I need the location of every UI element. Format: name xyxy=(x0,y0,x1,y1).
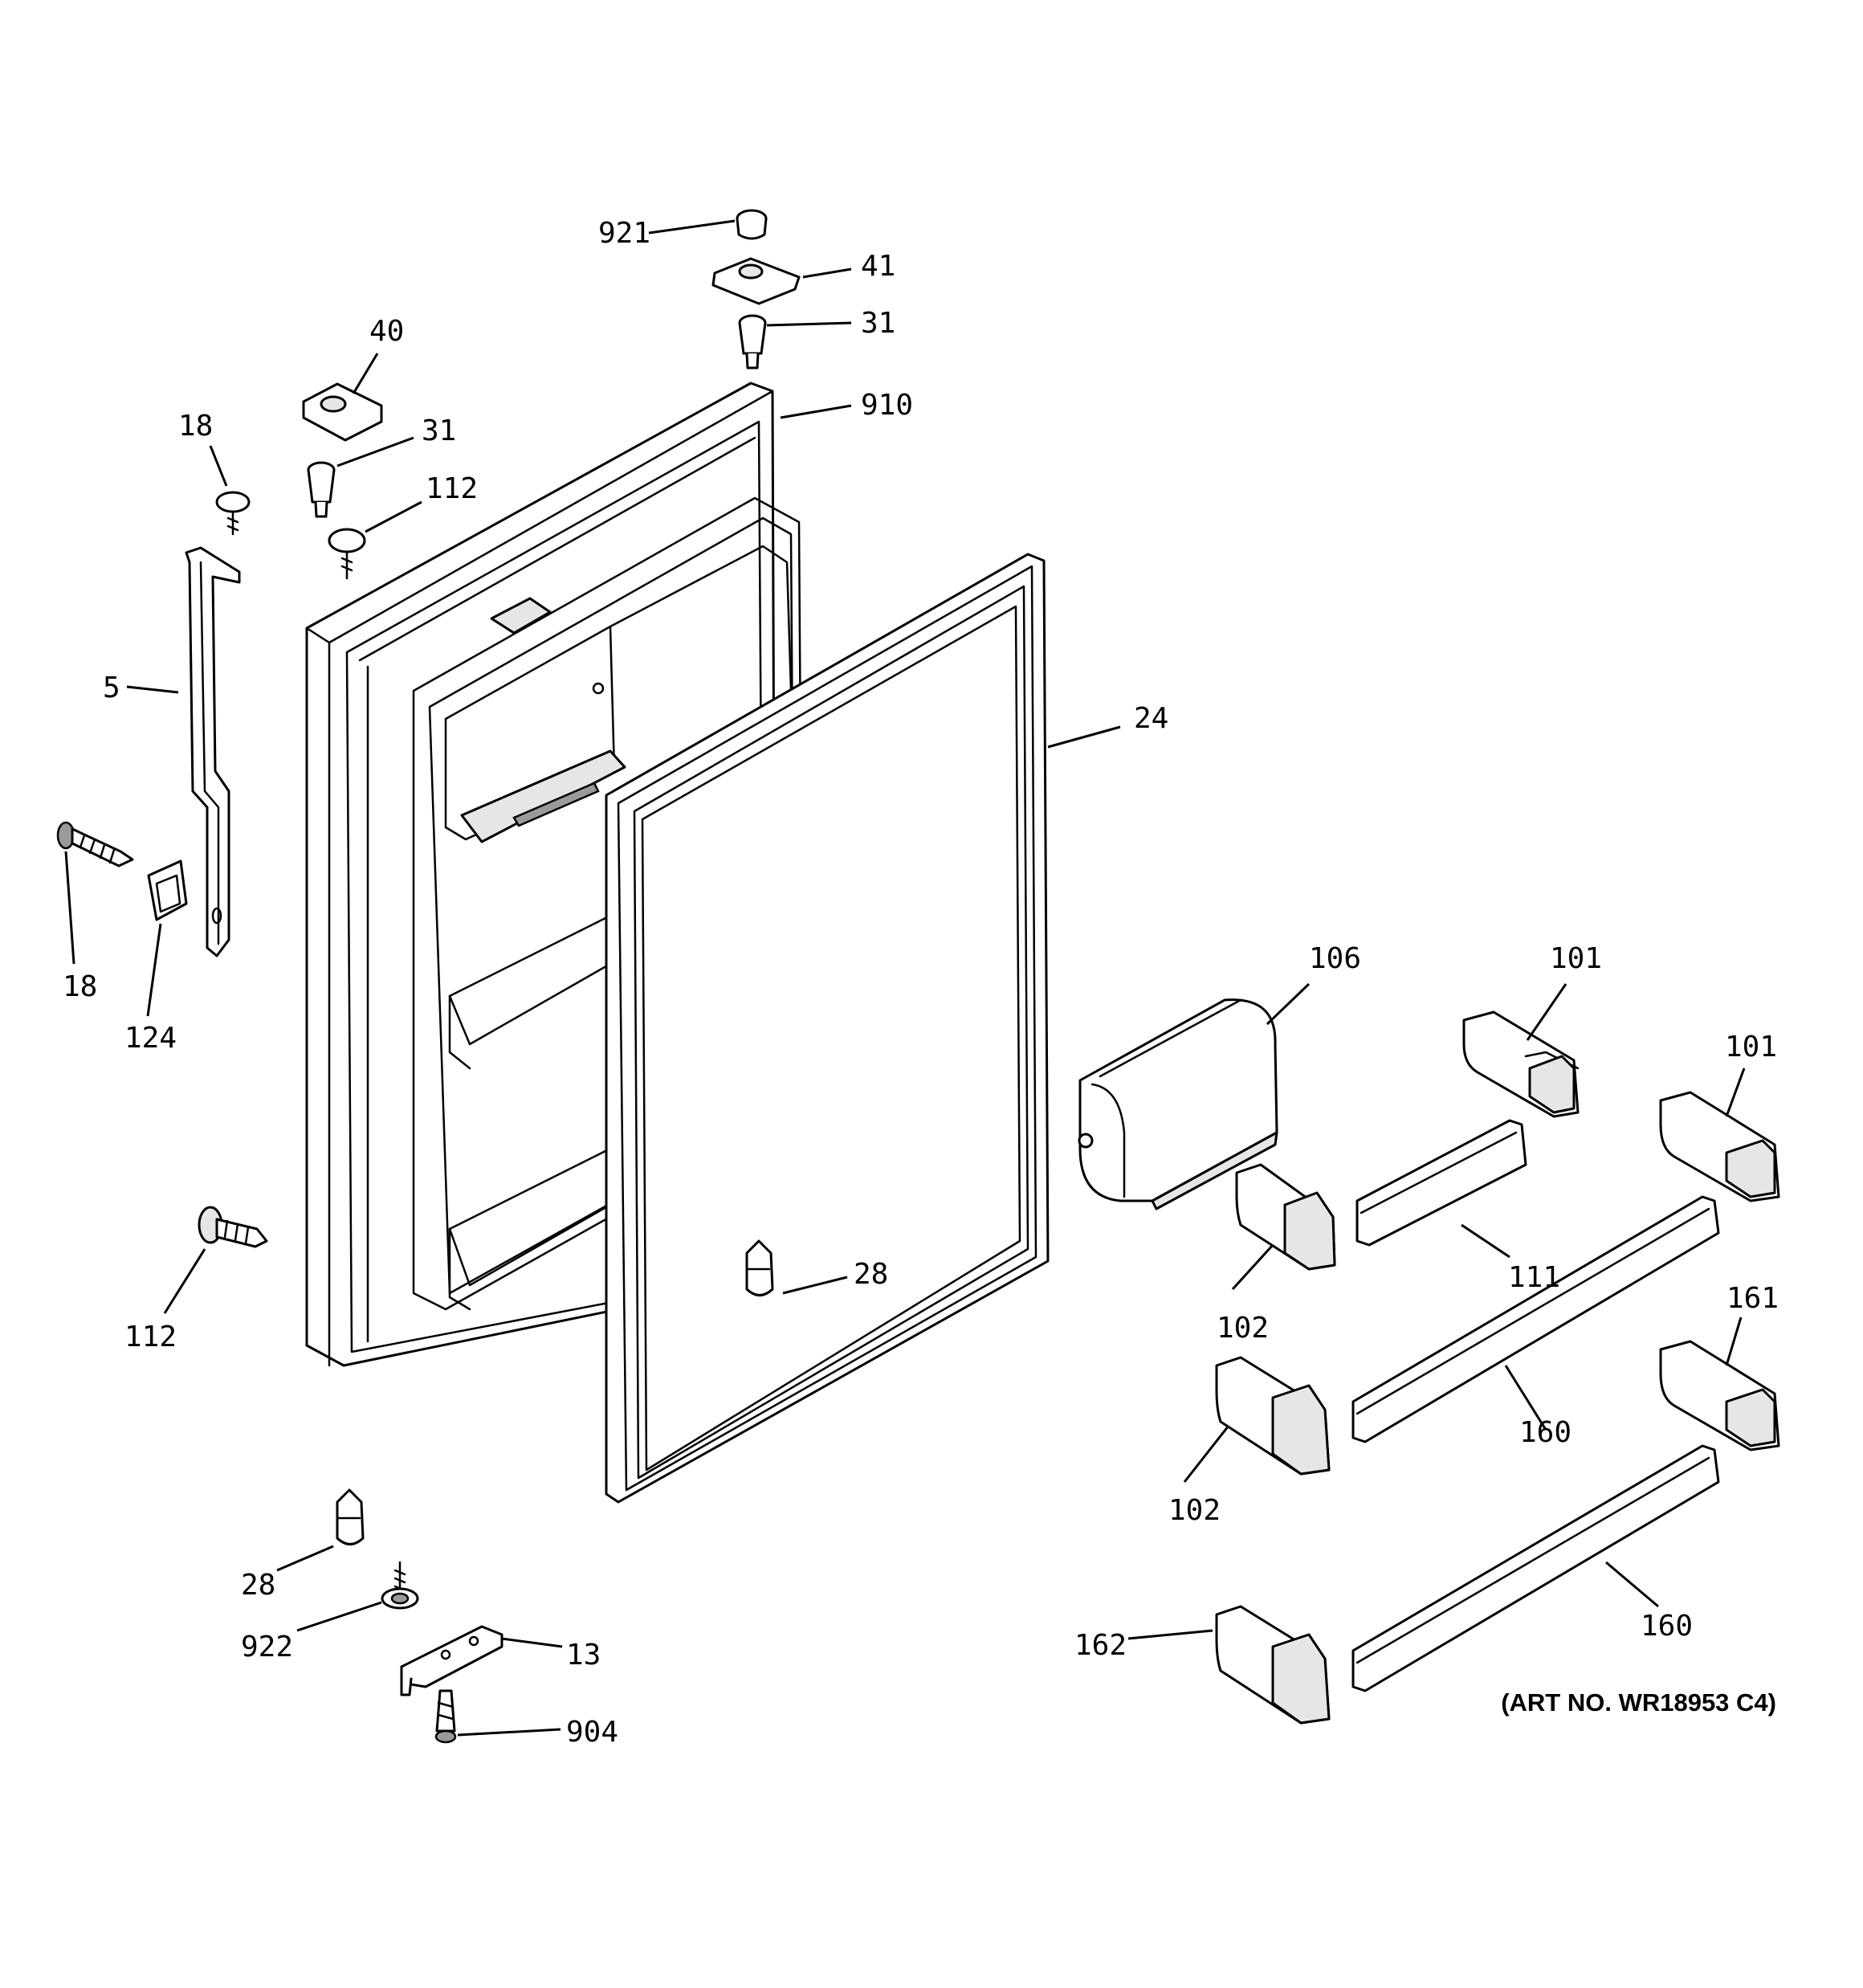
callout-13: 13 xyxy=(566,1639,601,1672)
callout-111: 111 xyxy=(1508,1261,1560,1294)
callout-904: 904 xyxy=(566,1716,618,1749)
end-cap-162 xyxy=(1215,1605,1331,1725)
door-gasket xyxy=(605,553,1050,1504)
callout-162: 162 xyxy=(1074,1629,1127,1662)
end-cap-101-a xyxy=(1462,1010,1580,1118)
screw-112-left xyxy=(198,1206,268,1248)
callout-40: 40 xyxy=(369,315,404,348)
bracket-41 xyxy=(711,257,801,305)
bushing-31-left xyxy=(307,461,336,518)
callout-922: 922 xyxy=(241,1631,293,1663)
callout-106: 106 xyxy=(1309,942,1361,975)
rail-160-b xyxy=(1351,1444,1720,1692)
callout-160-a: 160 xyxy=(1519,1416,1572,1449)
plug-28-gasket xyxy=(745,1239,774,1296)
rail-111 xyxy=(1355,1119,1527,1247)
screw-18-top xyxy=(215,491,251,536)
screw-922 xyxy=(381,1561,419,1610)
callout-161: 161 xyxy=(1726,1282,1779,1315)
end-cap-102-a xyxy=(1235,1163,1336,1271)
callout-41: 41 xyxy=(861,250,895,283)
callout-910: 910 xyxy=(861,389,913,422)
bushing-31-top xyxy=(738,314,767,369)
end-cap-102-b xyxy=(1215,1356,1331,1476)
callout-102-b: 102 xyxy=(1168,1494,1221,1527)
callout-160-b: 160 xyxy=(1641,1610,1693,1643)
screw-904 xyxy=(434,1689,457,1744)
art-number: (ART NO. WR18953 C4) xyxy=(1501,1688,1776,1717)
cap-921 xyxy=(736,209,768,240)
handle-5 xyxy=(185,546,241,957)
clip-124 xyxy=(147,859,188,921)
callout-labels: 921 41 31 910 40 31 18 112 5 24 18 124 1… xyxy=(63,217,1779,1749)
bracket-13 xyxy=(400,1625,503,1696)
rail-160-a xyxy=(1351,1195,1720,1443)
callout-101-b: 101 xyxy=(1725,1031,1777,1063)
callout-28-bottom: 28 xyxy=(241,1569,275,1602)
screw-18-left xyxy=(56,821,134,867)
callout-112-left: 112 xyxy=(124,1321,177,1353)
callout-24: 24 xyxy=(1134,702,1168,735)
callout-31-left: 31 xyxy=(422,414,456,447)
callout-18-left: 18 xyxy=(63,970,97,1003)
end-cap-161 xyxy=(1659,1340,1780,1451)
callout-921: 921 xyxy=(598,217,650,250)
screw-112-top xyxy=(328,528,366,580)
callout-112-top: 112 xyxy=(426,472,478,505)
end-cap-101-b xyxy=(1659,1091,1780,1202)
callout-101-a: 101 xyxy=(1550,942,1602,975)
bracket-40 xyxy=(302,382,383,442)
plug-28-bottom xyxy=(336,1488,365,1545)
callout-124: 124 xyxy=(124,1022,177,1055)
callout-28-gasket: 28 xyxy=(854,1258,888,1291)
callout-18-top: 18 xyxy=(178,410,213,443)
callout-102-a: 102 xyxy=(1217,1312,1269,1345)
callout-31-top: 31 xyxy=(861,307,895,340)
cover-106 xyxy=(1078,998,1278,1210)
callout-5: 5 xyxy=(103,672,120,704)
leader-lines xyxy=(64,219,1746,1737)
